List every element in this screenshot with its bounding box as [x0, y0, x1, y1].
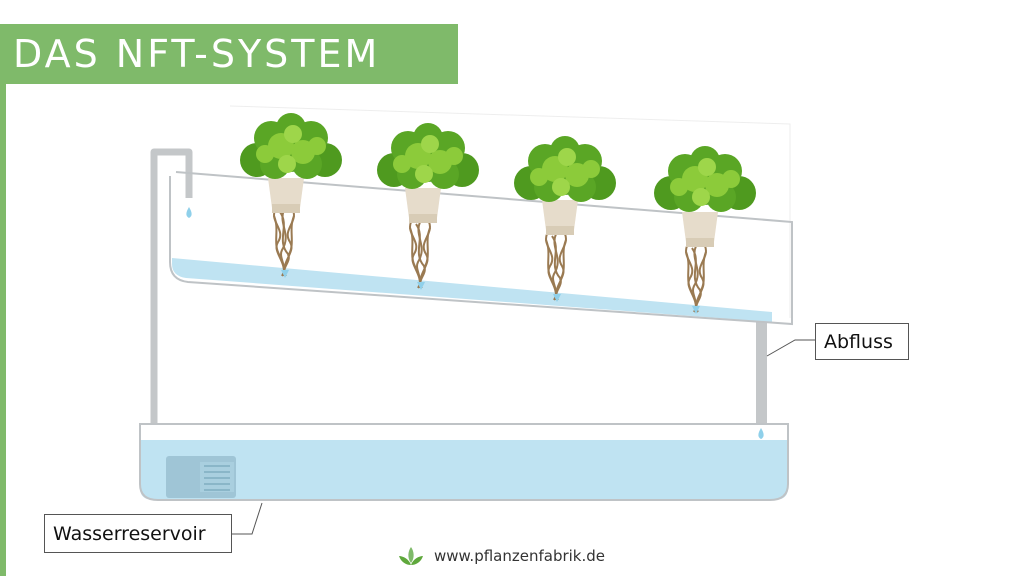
- drain-leader-line: [766, 339, 815, 357]
- left-accent-bar: [0, 24, 6, 576]
- background-frame-line: [229, 105, 791, 318]
- footer-website: www.pflanzenfabrik.de: [434, 547, 606, 565]
- reservoir-leader-line: [232, 502, 263, 535]
- page-title: DAS NFT-SYSTEM: [13, 32, 381, 76]
- plant-3: [514, 136, 616, 302]
- reservoir-water: [140, 440, 788, 500]
- nutrient-film: [172, 258, 772, 322]
- pump-icon: [166, 456, 236, 498]
- plant-2: [377, 123, 479, 290]
- plant-4: [654, 146, 756, 314]
- growing-channel: [169, 171, 793, 326]
- inlet-droplet-icon: [186, 207, 192, 218]
- plant-1: [240, 113, 342, 278]
- drain-pipe: [756, 321, 767, 424]
- supply-pipe: [150, 148, 193, 424]
- reservoir-tank: [139, 423, 789, 501]
- reservoir-label: Wasserreservoir: [44, 514, 232, 553]
- leaf-sprout-icon: [399, 547, 423, 565]
- footer: www.pflanzenfabrik.de: [398, 544, 605, 568]
- drain-label: Abfluss: [815, 323, 909, 360]
- title-band: DAS NFT-SYSTEM: [0, 24, 458, 84]
- drain-droplet-icon: [758, 428, 764, 439]
